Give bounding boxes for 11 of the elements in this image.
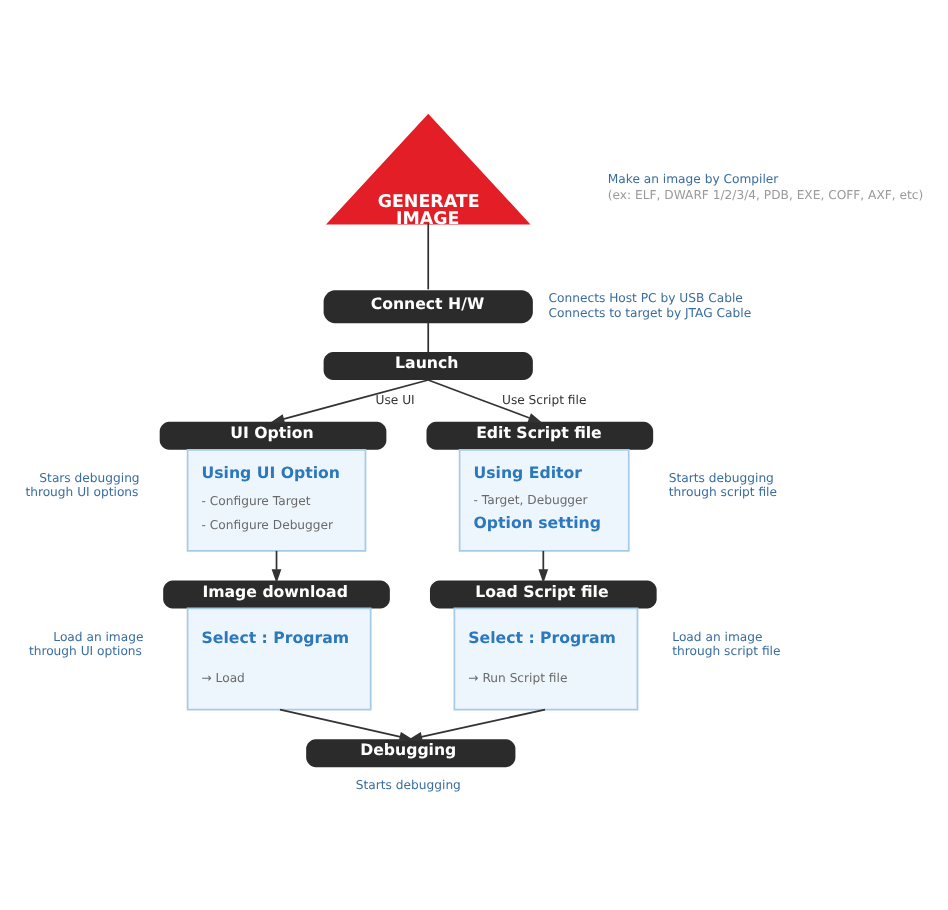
arrow — [538, 550, 549, 584]
connector — [427, 222, 430, 291]
arrow — [279, 708, 414, 742]
connector — [427, 321, 430, 353]
arrow — [408, 708, 546, 742]
node-box: Debugging — [306, 739, 516, 768]
arrow — [271, 550, 282, 584]
arrow — [270, 379, 430, 424]
arrow — [427, 379, 543, 423]
node-box: Connect H/W — [323, 290, 533, 324]
node-box: Launch — [323, 352, 533, 380]
